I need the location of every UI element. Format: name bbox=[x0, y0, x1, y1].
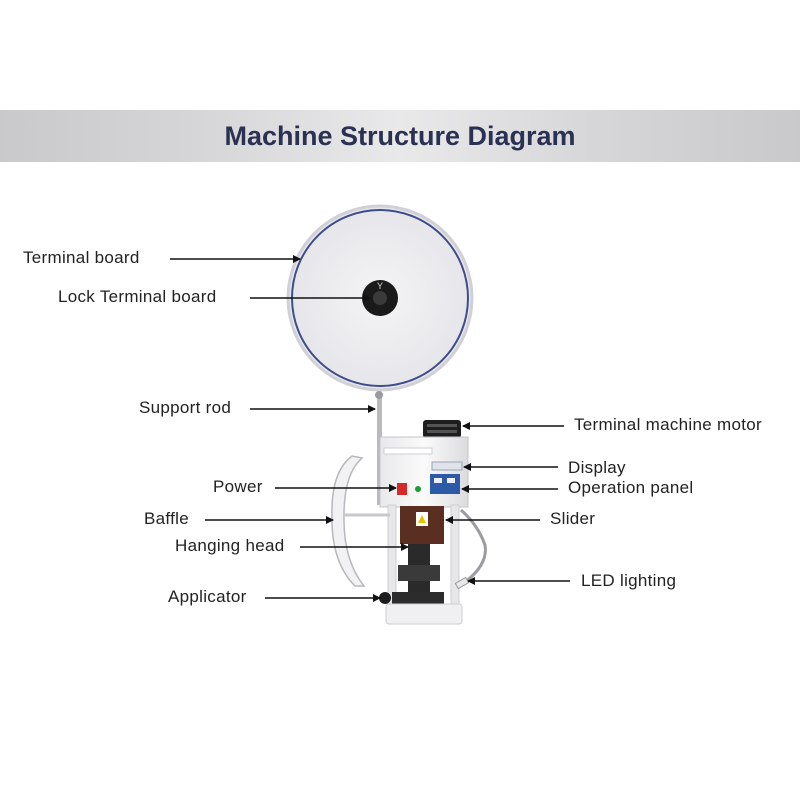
title-banner: Machine Structure Diagram bbox=[0, 110, 800, 162]
label-support-rod: Support rod bbox=[139, 398, 232, 417]
applicator-assembly bbox=[379, 544, 444, 604]
terminal-machine-motor bbox=[423, 420, 461, 438]
terminal-board-reel: Y bbox=[286, 204, 474, 392]
label-terminal-machine-motor: Terminal machine motor bbox=[574, 415, 762, 434]
diagram-title: Machine Structure Diagram bbox=[224, 121, 576, 151]
frame-right-leg bbox=[450, 504, 460, 616]
machine-body bbox=[379, 436, 469, 508]
slider bbox=[400, 506, 444, 544]
label-slider: Slider bbox=[550, 509, 596, 528]
baffle bbox=[331, 455, 366, 587]
label-baffle: Baffle bbox=[144, 509, 189, 528]
led-lighting-arm bbox=[460, 508, 487, 587]
label-lock-terminal-board: Lock Terminal board bbox=[58, 287, 217, 306]
leader-lines bbox=[170, 255, 570, 602]
label-led-lighting: LED lighting bbox=[581, 571, 677, 590]
label-display: Display bbox=[568, 458, 626, 477]
label-hanging-head: Hanging head bbox=[175, 536, 285, 555]
label-power: Power bbox=[213, 477, 263, 496]
label-operation-panel: Operation panel bbox=[568, 478, 694, 497]
svg-text:Y: Y bbox=[377, 281, 383, 291]
label-terminal-board: Terminal board bbox=[23, 248, 140, 267]
label-applicator: Applicator bbox=[168, 587, 247, 606]
machine-base bbox=[385, 603, 463, 625]
